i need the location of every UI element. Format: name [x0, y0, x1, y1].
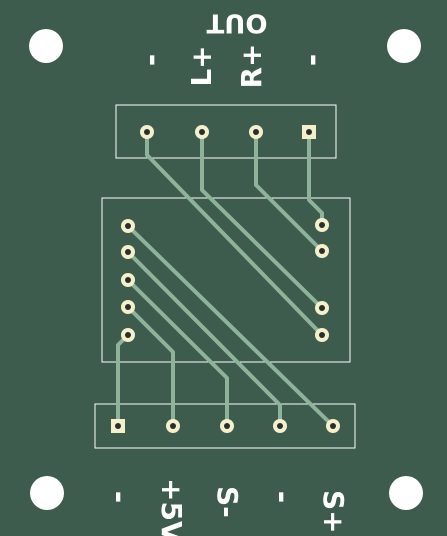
- drill: [224, 423, 230, 429]
- drill: [115, 423, 121, 429]
- mounting-hole-top-left: [29, 29, 63, 63]
- trace-chip-l1-to-in5: [126, 224, 335, 428]
- drill: [125, 277, 131, 283]
- top-label-3: R+: [235, 43, 268, 88]
- drill: [253, 129, 259, 135]
- drill: [125, 223, 131, 229]
- trace-chip-l3-to-in3: [126, 278, 229, 428]
- trace-out3-to-chip-r3: [200, 130, 324, 310]
- top-header-title: OUT: [206, 8, 267, 38]
- mounting-hole-bottom-left: [30, 476, 64, 510]
- drill: [319, 305, 325, 311]
- trace-out4-to-chip-r4: [145, 130, 324, 337]
- top-label-4: -: [297, 54, 332, 66]
- bottom-label-3: S-: [211, 486, 244, 518]
- top-label-2: L+: [185, 45, 218, 86]
- top-header-outline: [115, 104, 337, 159]
- drill: [319, 222, 325, 228]
- trace-out2-to-chip-r2: [254, 130, 324, 253]
- mounting-holes: [29, 29, 423, 510]
- bottom-label-1: -: [102, 491, 137, 503]
- drill: [199, 129, 205, 135]
- drill: [125, 332, 131, 338]
- mounting-hole-bottom-right: [389, 476, 423, 510]
- drill: [144, 129, 150, 135]
- drill: [125, 304, 131, 310]
- trace-chip-l4-to-in2: [126, 305, 175, 428]
- bottom-label-2: +5V: [155, 478, 188, 536]
- bottom-label-4: -: [265, 491, 300, 503]
- drill: [170, 423, 176, 429]
- drill: [319, 248, 325, 254]
- drill: [330, 423, 336, 429]
- drill: [125, 249, 131, 255]
- drill: [319, 332, 325, 338]
- chip-outline: [101, 197, 351, 363]
- drill: [306, 129, 312, 135]
- drill: [277, 423, 283, 429]
- top-label-1: -: [136, 54, 171, 66]
- bottom-label-5: S+: [317, 490, 350, 534]
- mounting-hole-top-right: [387, 29, 421, 63]
